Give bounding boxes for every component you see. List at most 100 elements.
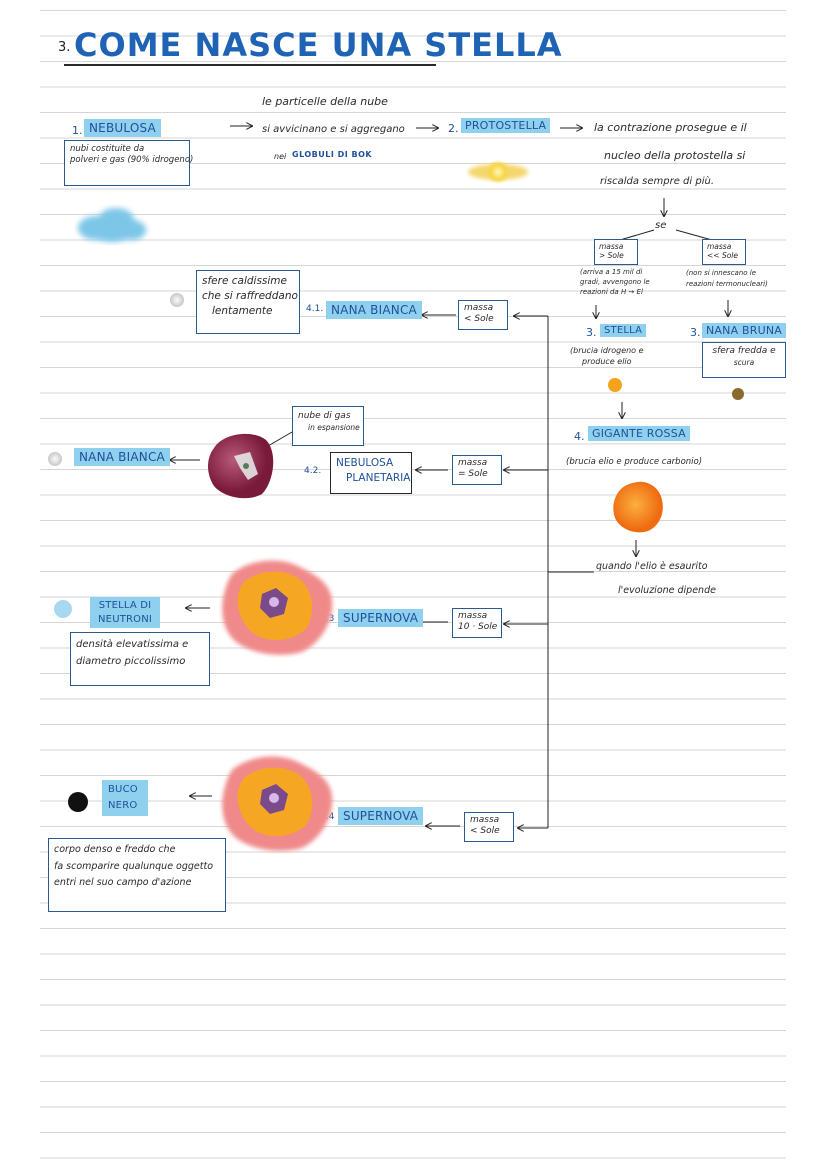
branch4-desc-line: entri nel suo campo d'azione (54, 877, 192, 889)
condition-se: se (655, 220, 667, 231)
gigante-label: GIGANTE ROSSA (588, 426, 690, 441)
nana-bruna-number: 3. (690, 326, 701, 339)
stella-number: 3. (586, 326, 597, 339)
mass-text: = Sole (458, 469, 488, 480)
branch4-desc-line: corpo denso e freddo che (54, 844, 176, 855)
aggregation-line: nei (274, 152, 287, 161)
nana-bruna-label: NANA BRUNA (702, 323, 786, 338)
mass-text: massa (458, 458, 488, 468)
branch4-result-line: NERO (108, 800, 138, 811)
branch4-label: SUPERNOVA (338, 807, 424, 825)
page-margin-right (786, 0, 828, 1171)
mass-text: massa (464, 303, 494, 313)
planetary-nebula-icon (208, 433, 274, 499)
supernova-icon (222, 756, 333, 851)
white-dwarf-icon (48, 452, 62, 466)
title-number: 3. (58, 40, 71, 55)
protostar-icon (468, 160, 528, 184)
branch3-mass-box: massa 10 · Sole (452, 608, 502, 638)
protostella-label: PROTOSTELLA (461, 118, 551, 133)
branch3-result-line: NEUTRONI (98, 613, 153, 625)
stella-desc-line: produce elio (582, 356, 632, 366)
mass-text: massa (470, 815, 500, 825)
gigante-desc: (brucia elio e produce carbonio) (566, 457, 703, 467)
branch1-desc-line: che si raffreddano (202, 290, 298, 303)
mass-text: massa (707, 242, 732, 251)
stella-desc-line: (brucia idrogeno e (570, 346, 644, 355)
mass-text: massa (599, 242, 624, 251)
title-underline (64, 64, 436, 66)
white-dwarf-icon (170, 293, 184, 307)
branch2-label-line: NEBULOSA (336, 457, 394, 469)
branch1-desc-box: sfere caldissime che si raffreddano lent… (196, 270, 300, 334)
nebulosa-desc-line: polveri e gas (90% idrogeno) (70, 155, 194, 166)
branch3-result-label: STELLA DI NEUTRONI (90, 597, 161, 628)
mass-text: << Sole (707, 251, 738, 261)
branch4-result-line: BUCO (108, 784, 138, 795)
mass-text: < Sole (464, 314, 494, 325)
branch3-desc-box: densità elevatissima e diametro piccolis… (70, 632, 210, 686)
nana-bruna-desc-line: scura (733, 357, 755, 367)
page-title: COME NASCE UNA STELLA (74, 26, 563, 64)
note-greater: (arriva a 15 mil di gradi, avvengono le … (580, 268, 650, 297)
branch3-label: SUPERNOVA (338, 609, 424, 627)
gigante-number: 4. (574, 430, 585, 443)
contraction-line: riscalda sempre di più. (600, 176, 714, 187)
gas-note-line: nube di gas (298, 411, 351, 421)
branch4-desc-line: fa scomparire qualunque oggetto (54, 860, 214, 872)
aggregation-line: le particelle della nube (262, 95, 388, 108)
branch2-mass-box: massa = Sole (452, 455, 502, 485)
supernova-icon (222, 560, 333, 655)
note-line: reazioni termonucleari) (686, 279, 768, 288)
branch1-desc-line: sfere caldissime (202, 275, 287, 287)
contraction-line: nucleo della protostella si (604, 149, 746, 162)
nebulosa-desc-line: nubi costituite da (70, 144, 145, 154)
branch3-desc-line: diametro piccolissimo (76, 656, 186, 667)
stella-label: STELLA (600, 324, 647, 337)
note-line: gradi, avvengono le (580, 277, 650, 286)
branch1-mass-box: massa < Sole (458, 300, 508, 330)
branch1-desc-line: lentamente (212, 305, 273, 318)
note-line: (arriva a 15 mil di (580, 268, 643, 276)
branch2-label-box: NEBULOSA PLANETARIA (330, 452, 412, 494)
branch4-mass-box: massa < Sole (464, 812, 514, 842)
gas-note-box: nube di gas in espansione (292, 406, 364, 446)
branch2-label-line: PLANETARIA (346, 471, 411, 484)
branch1-label: NANA BIANCA (326, 301, 422, 319)
mass-text: 10 · Sole (458, 622, 498, 633)
branch3-result-line: STELLA DI (98, 600, 152, 611)
brown-dwarf-icon (732, 388, 744, 400)
elio-esaurito-line: quando l'elio è esaurito (596, 561, 708, 572)
branch4-result-label: BUCO NERO (102, 780, 148, 816)
red-giant-icon (613, 481, 663, 533)
contraction-line: la contrazione prosegue e il (594, 121, 747, 134)
aggregation-line: si avvicinano e si aggregano (262, 124, 405, 135)
nebula-cloud-icon (78, 208, 146, 242)
stella-desc: (brucia idrogeno e produce elio (570, 346, 644, 368)
mass-text: < Sole (470, 826, 500, 837)
star-icon (608, 378, 622, 392)
branch1-number: 4.1. (306, 304, 324, 314)
note-line: reazioni da H → El (580, 287, 643, 296)
black-hole-icon (68, 792, 88, 812)
mass-text: massa (458, 611, 488, 621)
note-much-less: (non si innescano le reazioni termonucle… (686, 268, 768, 289)
nebulosa-label: NEBULOSA (84, 119, 161, 137)
mass-much-less-box: massa << Sole (702, 239, 746, 265)
branch3-desc-line: densità elevatissima e (76, 639, 189, 650)
nana-bruna-desc-line: sfera fredda e (712, 346, 776, 356)
protostella-number: 2. (448, 122, 459, 135)
nana-bruna-desc-box: sfera fredda e scura (702, 342, 786, 378)
nebulosa-number: 1. (72, 124, 83, 137)
gas-note-line: in espansione (308, 422, 360, 432)
branch2-number: 4.2. (304, 466, 322, 476)
nebulosa-desc-box: nubi costituite da polveri e gas (90% id… (64, 140, 194, 186)
branch4-desc-box: corpo denso e freddo che fa scomparire q… (48, 838, 226, 912)
branch2-result-label: NANA BIANCA (74, 448, 170, 466)
neutron-star-icon (54, 600, 72, 618)
globuli-label: GLOBULI DI BOK (292, 150, 373, 159)
page-margin-left (0, 0, 40, 1171)
mass-text: > Sole (599, 251, 624, 261)
mass-greater-box: massa > Sole (594, 239, 638, 265)
